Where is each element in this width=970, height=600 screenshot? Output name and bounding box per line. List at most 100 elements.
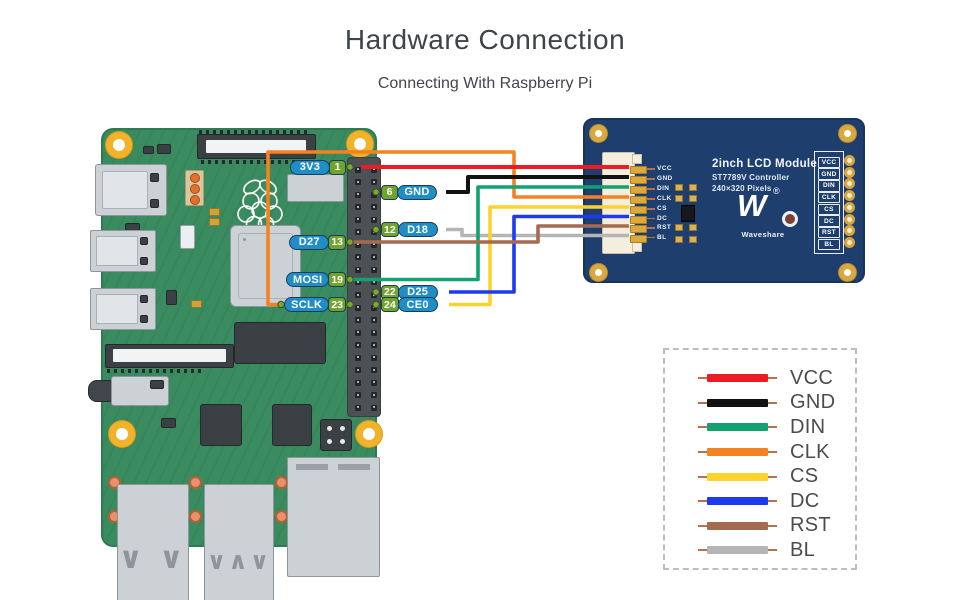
legend-wire-swatch (698, 398, 777, 407)
lcd-trace (646, 217, 655, 220)
gpio-pin (355, 279, 361, 286)
lcd-header-pad (844, 213, 855, 225)
lcd-trace (646, 188, 655, 190)
lcd-header-label-din: DIN (818, 180, 840, 192)
usb-port-bottom: ∨ ∨ (117, 484, 189, 600)
lcd-controller-text: ST7789V Controller (712, 173, 790, 182)
lcd-header-label-clk: CLK (818, 191, 840, 204)
gpio-pin (371, 354, 377, 361)
smd-resistor (675, 195, 697, 202)
gpio-pin-name: GND (397, 184, 437, 200)
gpio-pin (355, 354, 361, 361)
legend-label: GND (790, 391, 836, 414)
lcd-pin-name-vcc: VCC (657, 165, 672, 172)
header-3pin (185, 170, 204, 206)
mount-hole (839, 125, 856, 142)
lcd-crimp-dc (630, 215, 647, 224)
gpio-pin (355, 204, 361, 211)
lcd-pin-name-dc: DC (657, 214, 668, 222)
wire-color-band (707, 472, 768, 481)
lcd-title: 2inch LCD Module (712, 158, 818, 170)
connector-slot (206, 140, 306, 153)
smd-component (157, 144, 171, 154)
gpio-pin-number: 19 (328, 272, 346, 287)
gpio-pin-name: SCLK (284, 297, 330, 312)
gpio-pin-number: 24 (381, 297, 399, 312)
legend-wire-swatch (698, 472, 777, 481)
lcd-trace (646, 236, 655, 239)
mount-hole (109, 421, 135, 447)
gpio-pin (371, 329, 377, 336)
lcd-trace (646, 208, 655, 210)
chip (200, 404, 242, 446)
legend-row-vcc: VCC (665, 366, 855, 391)
gpio-pin (371, 179, 377, 186)
gpio-pin (371, 304, 377, 311)
gpio-pin (355, 404, 361, 411)
lcd-header-label-dc: DC (818, 215, 840, 227)
lcd-pin-name-gnd: GND (657, 175, 673, 182)
legend-row-dc: DC (665, 489, 855, 514)
gpio-pin (371, 342, 377, 349)
mount-hole (347, 131, 373, 157)
smd-component (191, 300, 202, 308)
gpio-pin (371, 367, 377, 374)
gpio-pin (355, 292, 361, 298)
lcd-pin-name-clk: CLK (657, 195, 672, 202)
smd-component (209, 208, 220, 216)
legend-row-bl: BL (665, 538, 855, 563)
gpio-pin-name: D18 (397, 222, 438, 237)
wire-color-band (707, 546, 768, 555)
waveshare-brand-text: Waveshare (741, 230, 785, 239)
gpio-pin (355, 392, 361, 399)
gpio-pin (371, 379, 377, 386)
lcd-pin-name-cs: CS (657, 205, 667, 212)
smd-component (166, 290, 177, 305)
lcd-crimp-clk (630, 196, 647, 204)
legend-label: DC (790, 489, 820, 512)
mount-hole (590, 264, 607, 281)
gpio-pin (355, 379, 361, 386)
wire-color-band (707, 423, 768, 432)
ethernet-port (287, 457, 380, 577)
gpio-pin-name: 3V3 (290, 159, 330, 175)
gpio-pin (371, 279, 377, 286)
gpio-pin-name: D27 (289, 234, 330, 250)
smd-component (180, 225, 195, 249)
legend-wire-swatch (698, 448, 777, 457)
gpio-pin (355, 254, 361, 261)
lcd-pin-name-din: DIN (657, 185, 670, 192)
gpio-pin (371, 191, 377, 198)
legend-label: CS (790, 465, 819, 488)
smd-resistor (675, 224, 697, 231)
raspberry-pi-board: ∨ ∨ ∨∧∨ (88, 128, 382, 600)
lcd-header-pad (844, 201, 855, 213)
gpio-pin-name: CE0 (397, 297, 438, 312)
lcd-header-label-cs: CS (818, 203, 840, 216)
gpio-pin (371, 392, 377, 399)
gpio-header (347, 157, 381, 417)
lcd-header-pad (844, 178, 855, 190)
pin-ticks (107, 369, 202, 373)
mount-hole (356, 421, 382, 447)
gpio-pin (371, 292, 377, 298)
gpio-pin (371, 204, 377, 211)
legend-label: CLK (790, 440, 830, 463)
lcd-trace (646, 178, 655, 180)
gpio-pin (355, 266, 361, 273)
lcd-header-label-rst: RST (818, 226, 840, 239)
gpio-pin (355, 166, 361, 173)
gpio-pin (371, 216, 377, 223)
waveshare-logo-letter: W (737, 188, 767, 223)
gpio-pin-number: 6 (381, 184, 398, 200)
metal-shield (287, 174, 344, 202)
smd-resistor (675, 236, 697, 243)
legend-label: VCC (790, 366, 834, 389)
lcd-header-pad (844, 236, 855, 248)
